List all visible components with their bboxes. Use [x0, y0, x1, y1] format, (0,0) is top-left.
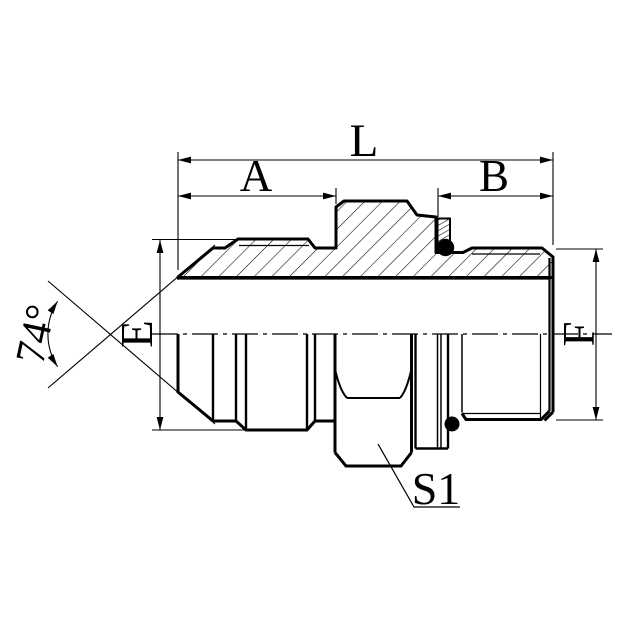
label-A: A: [240, 151, 273, 201]
label-E: E: [112, 320, 162, 348]
section-view-upper: [176, 199, 555, 412]
arrow-e-bottom: [156, 417, 164, 430]
leader-line-s1: [377, 443, 460, 508]
arrow-b-right: [540, 192, 553, 200]
leader-s1: [377, 443, 460, 508]
section-wall: [176, 199, 555, 279]
label-B: B: [479, 151, 509, 201]
jic-thread-outline-bottom: [213, 419, 336, 432]
hex-chamfer-arc-left: [334, 368, 348, 399]
arrow-a-left: [178, 192, 191, 200]
hex-chamfer-arc-right: [399, 368, 413, 399]
o-ring-section-top: [436, 238, 455, 257]
arrow-f-top: [592, 249, 600, 262]
arrow-angle-upper: [47, 301, 58, 315]
label-F: F: [554, 321, 604, 346]
arrow-l-right: [540, 156, 553, 164]
arrow-l-left: [178, 156, 191, 164]
external-view-lower: [176, 334, 555, 468]
hex-bottom-flat: [333, 451, 413, 468]
dimension-arrows: [47, 156, 600, 430]
end-chamfer-bottom: [543, 410, 555, 422]
arrow-e-top: [156, 240, 164, 253]
arrow-f-bottom: [592, 407, 600, 420]
label-S1: S1: [412, 463, 461, 514]
arrow-angle-lower: [47, 353, 58, 367]
arrow-a-right: [323, 192, 336, 200]
port-thread-outline-bottom: [460, 409, 551, 421]
cone-line-lower: [47, 280, 216, 425]
arrow-b-left: [438, 192, 451, 200]
o-ring-section-bottom: [444, 416, 460, 432]
label-L: L: [350, 115, 379, 167]
cone-line-upper: [47, 244, 216, 389]
